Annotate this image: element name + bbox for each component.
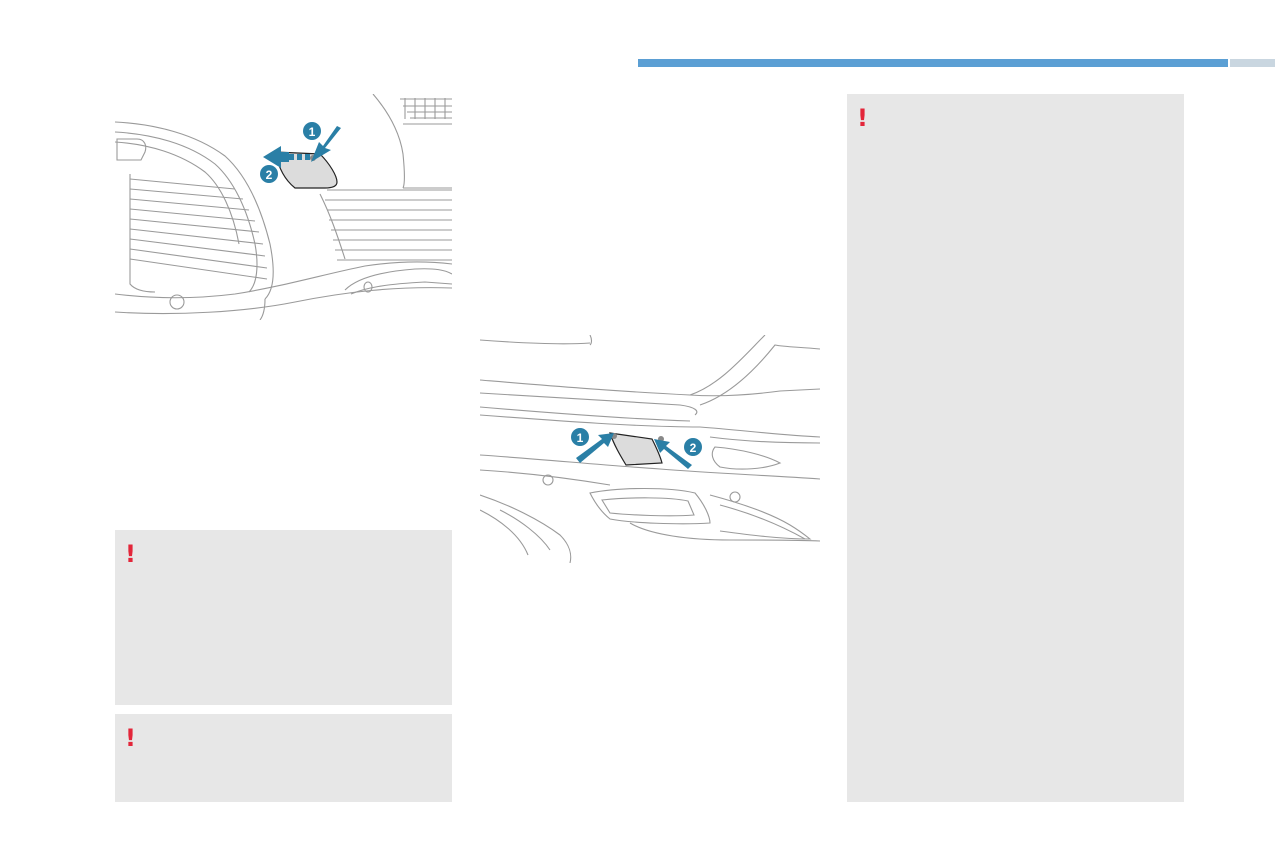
- header-accent-bar-tail: [1230, 59, 1275, 67]
- callout-1: 1: [303, 122, 321, 140]
- front-bumper-drawing: 1 2: [115, 94, 452, 320]
- callout-2: 2: [684, 438, 702, 456]
- svg-text:1: 1: [309, 125, 316, 139]
- rear-bumper-drawing: 1 2: [480, 335, 820, 563]
- warning-exclamation-icon: !: [857, 104, 868, 132]
- callout-2: 2: [260, 165, 278, 183]
- header-accent-bar: [638, 59, 1228, 67]
- rear-towing-eye-cover-illustration: 1 2: [480, 335, 820, 563]
- warning-box: !: [847, 94, 1184, 802]
- warning-exclamation-icon: !: [125, 724, 136, 752]
- svg-text:2: 2: [266, 168, 273, 182]
- svg-text:2: 2: [690, 441, 697, 455]
- warning-box: !: [115, 714, 452, 802]
- svg-text:1: 1: [577, 431, 584, 445]
- warning-box: !: [115, 530, 452, 705]
- warning-exclamation-icon: !: [125, 540, 136, 568]
- front-towing-eye-cover-illustration: 1 2: [115, 94, 452, 320]
- callout-1: 1: [571, 428, 589, 446]
